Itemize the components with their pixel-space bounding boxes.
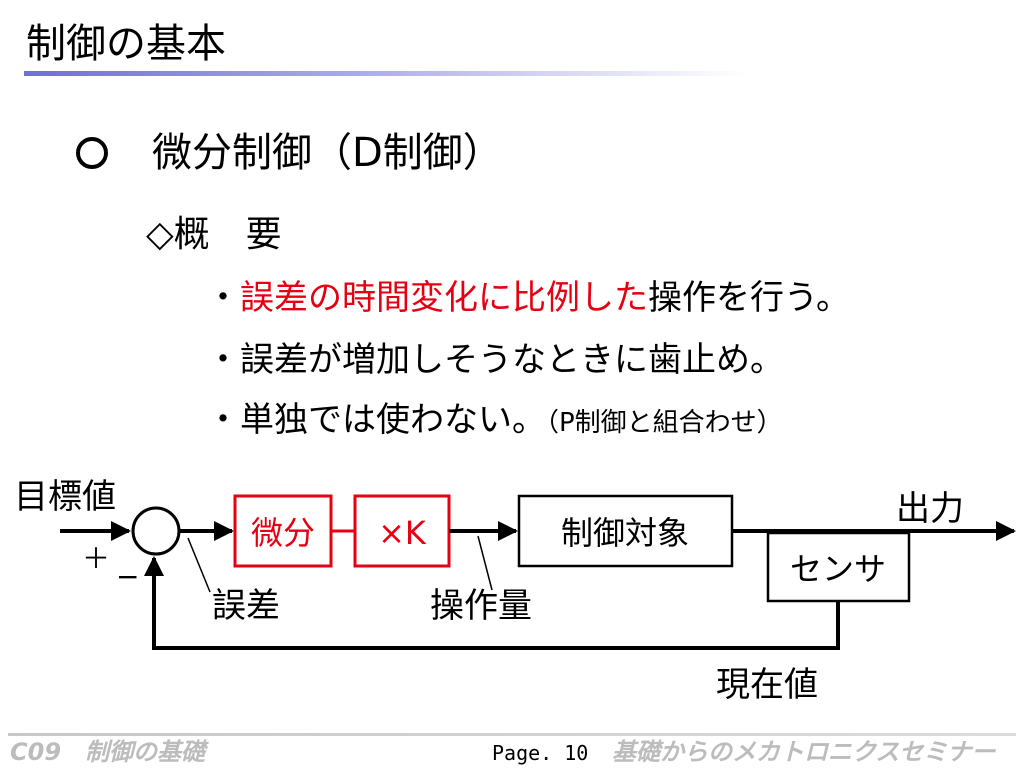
manipulated-pointer	[477, 535, 493, 591]
plant-block-label: 制御対象	[561, 514, 689, 552]
footer-seminar-title: 基礎からのメカトロニクスセミナー	[612, 738, 996, 766]
sensor-block	[766, 531, 911, 603]
bullet-point: ・誤差の時間変化に比例した操作を行う。	[206, 276, 850, 320]
bullet-point: ・誤差が増加しそうなときに歯止め。	[206, 338, 784, 382]
slide-title: 制御の基本	[26, 21, 226, 67]
manipulated-label: 操作量	[430, 586, 532, 626]
error-pointer	[187, 537, 211, 593]
point-text: 誤差が増加しそうなときに歯止め。	[240, 340, 784, 380]
circle-bullet-icon	[76, 137, 108, 169]
plus-sign: ＋	[82, 542, 110, 575]
bullet-marker: ・	[206, 340, 240, 380]
title-underline	[24, 71, 746, 76]
point-text: 単独では使わない。	[240, 400, 546, 440]
minus-sign: −	[116, 560, 139, 593]
footer-page-number: Page. 10	[492, 741, 589, 765]
gain-block-label: ×K	[378, 514, 427, 552]
derivative-block	[233, 494, 333, 568]
section-heading: 微分制御（D制御）	[152, 130, 503, 176]
derivative-block-label: 微分	[251, 514, 315, 552]
highlighted-text: 誤差の時間変化に比例した	[240, 278, 648, 318]
summing-junction	[131, 506, 181, 556]
footer-divider	[8, 733, 1016, 736]
bullet-marker: ・	[206, 278, 240, 318]
bullet-marker: ・	[206, 400, 240, 440]
sub-heading: ◇概 要	[146, 214, 282, 255]
point-note: （P制御と組合わせ）	[546, 408, 783, 438]
feedback-path	[144, 556, 840, 650]
error-label: 誤差	[212, 586, 280, 626]
plant-block	[517, 494, 734, 568]
footer-chapter: C09 制御の基礎	[10, 738, 206, 766]
gain-block	[353, 494, 451, 568]
point-text: 操作を行う。	[648, 278, 850, 318]
bullet-point: ・単独では使わない。（P制御と組合わせ）	[206, 398, 783, 445]
sensor-block-label: センサ	[790, 550, 886, 588]
output-label: 出力	[896, 489, 964, 529]
target-label: 目標値	[14, 477, 116, 517]
current-label: 現在値	[716, 665, 818, 705]
